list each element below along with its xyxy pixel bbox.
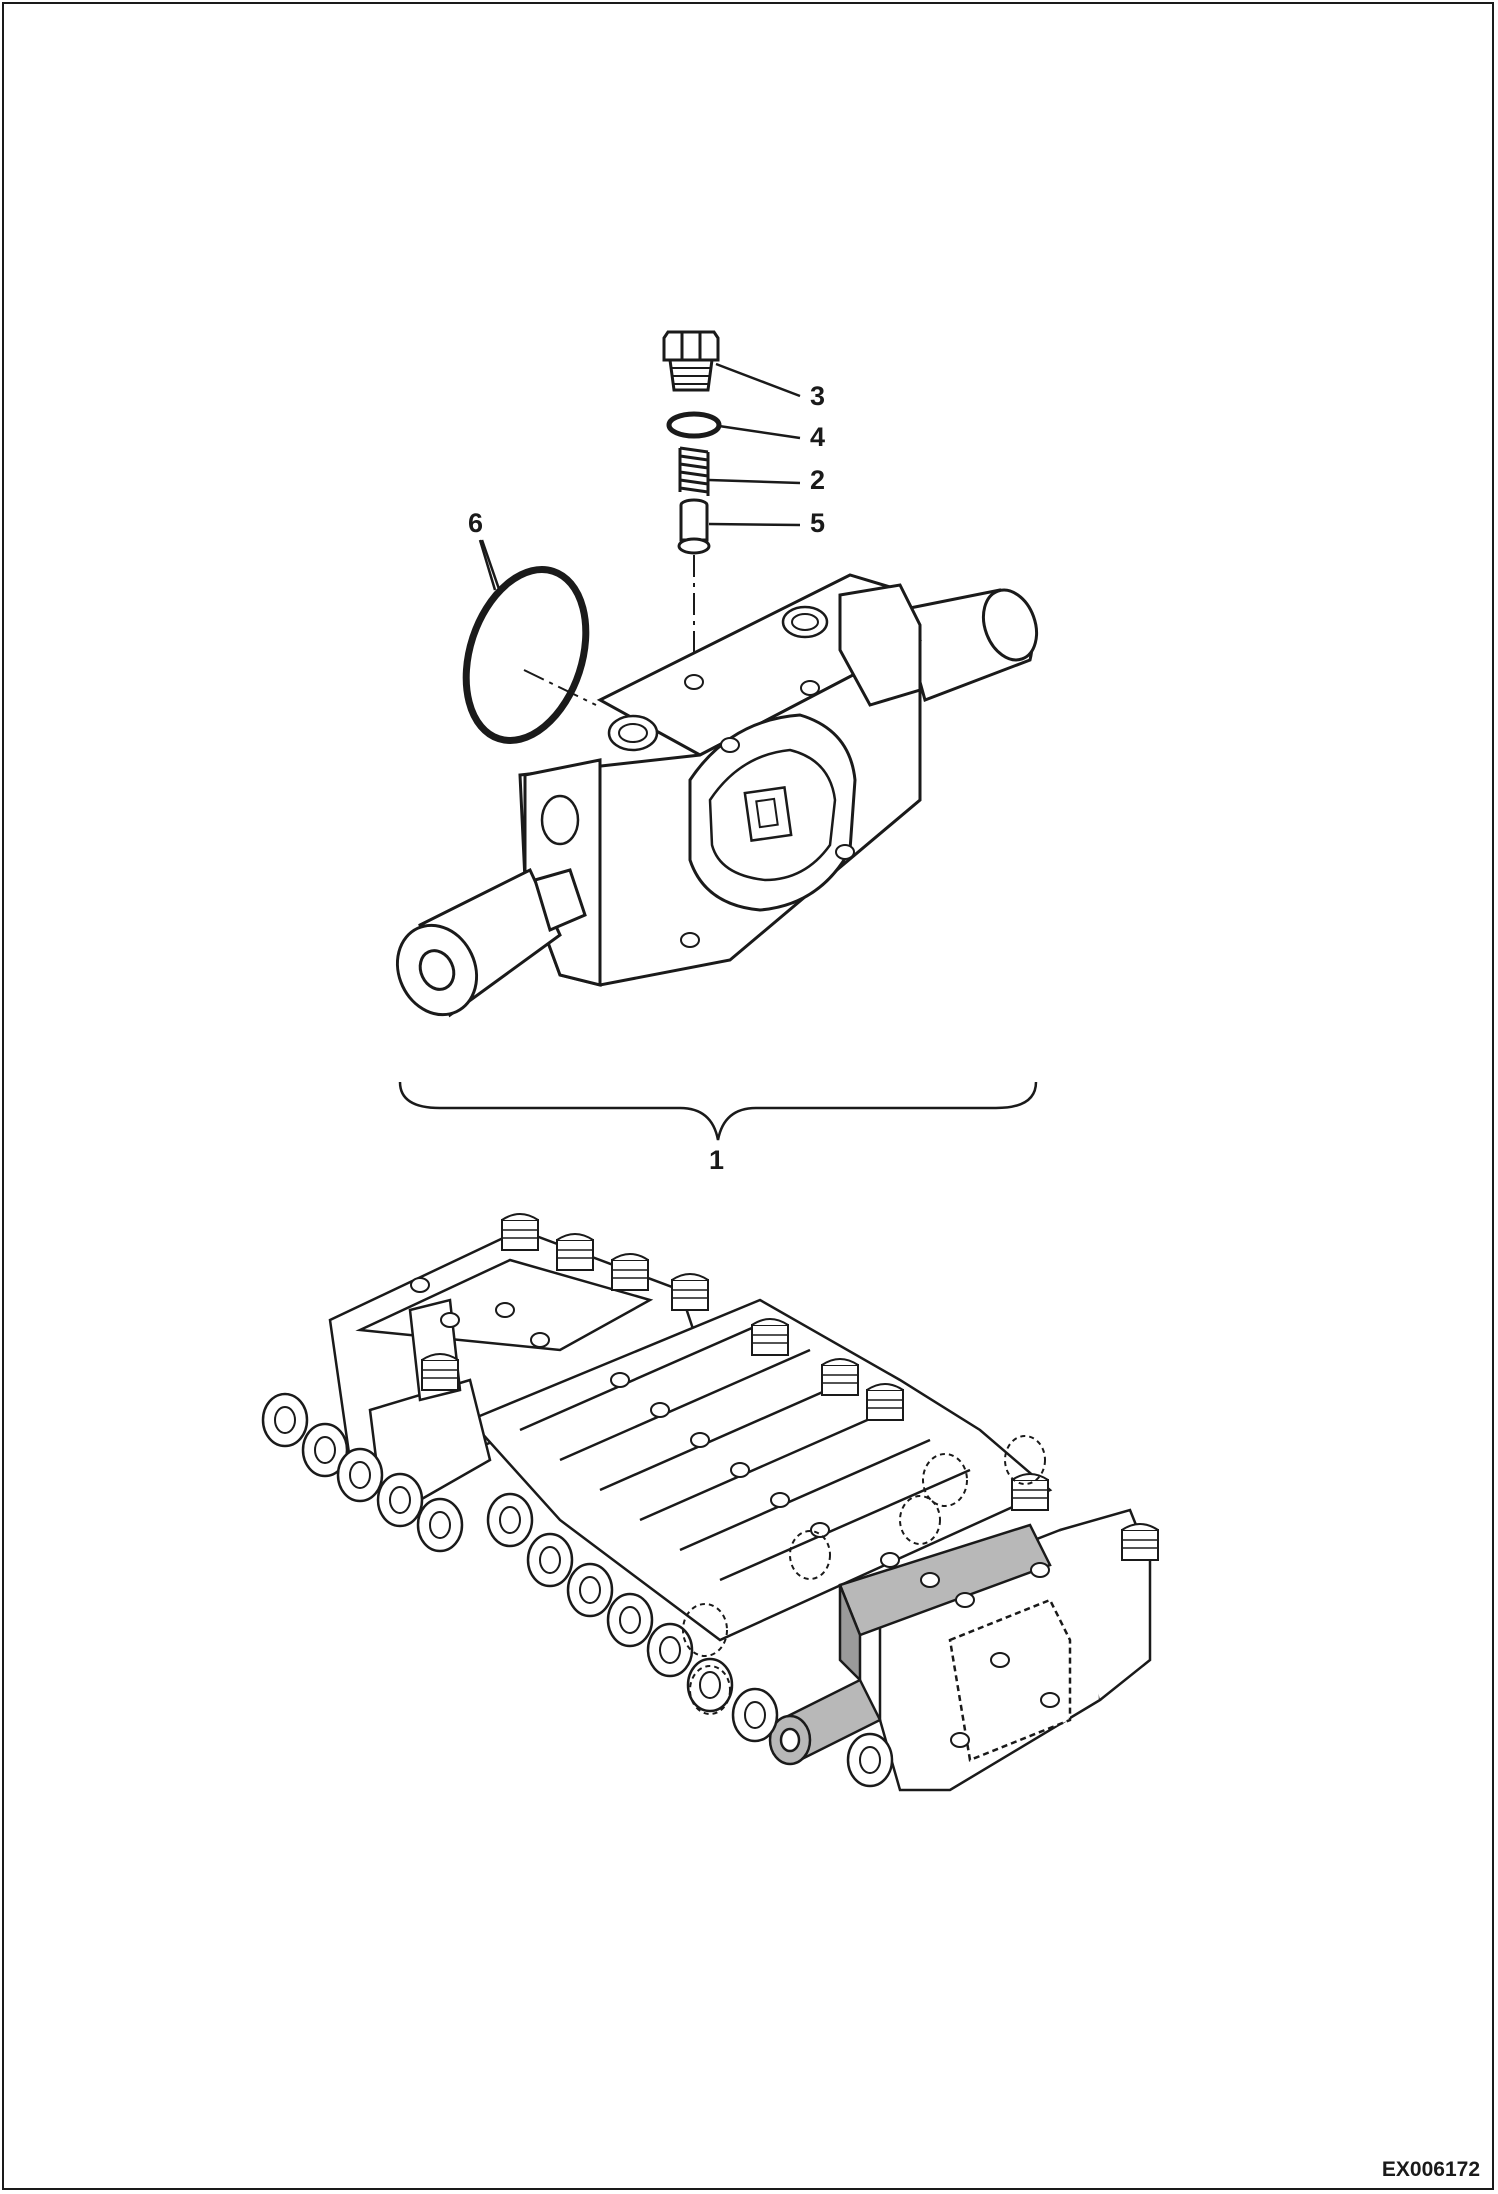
poppet-part-5 xyxy=(677,498,801,555)
callout-5: 5 xyxy=(810,508,826,538)
phantom-parts xyxy=(682,1435,1046,1715)
highlighted-section xyxy=(768,1523,1052,1766)
callout-6: 6 xyxy=(468,508,484,538)
spring-part-2 xyxy=(678,446,801,496)
figure-id-label: EX006172 xyxy=(1381,2158,1480,2181)
callout-leaders xyxy=(478,539,497,591)
callout-2: 2 xyxy=(810,465,826,495)
callout-1: 1 xyxy=(709,1145,725,1175)
valve-section-body xyxy=(395,573,1039,1018)
callout-4: 4 xyxy=(810,422,826,452)
port-holes xyxy=(540,605,855,948)
o-ring-part-6 xyxy=(462,539,597,744)
callout-3: 3 xyxy=(810,381,826,411)
o-ring-part-4 xyxy=(666,411,801,440)
assembly-brace xyxy=(398,1081,1038,1141)
plug-part-3 xyxy=(662,330,801,398)
